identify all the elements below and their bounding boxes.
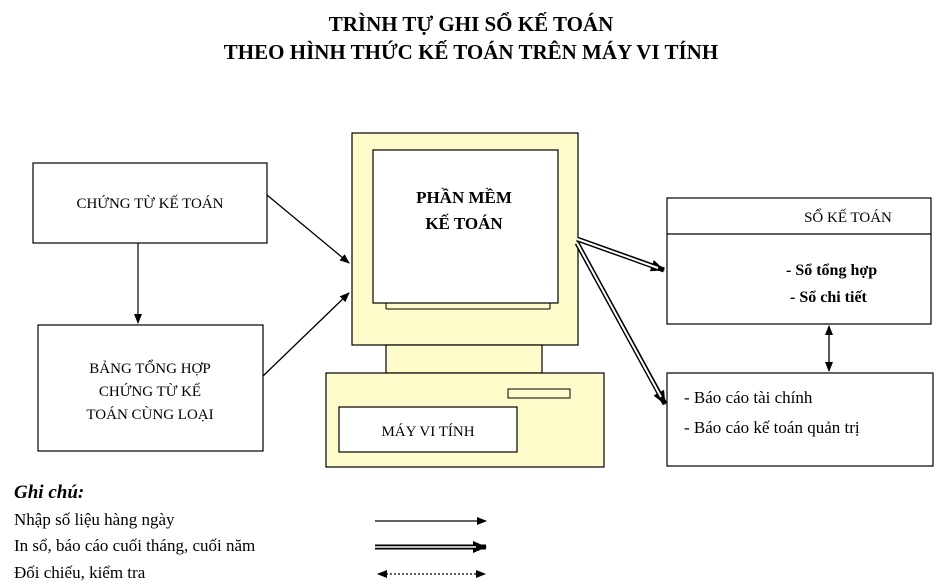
bao-cao-box: - Báo cáo tài chính - Báo cáo kế toán qu…	[666, 372, 934, 467]
bao-cao-quan-tri-label: - Báo cáo kế toán quản trị	[684, 418, 860, 437]
arrow-bang-tong-hop-to-computer	[262, 292, 350, 377]
so-ke-toan-header: SỔ KẾ TOÁN	[804, 208, 892, 226]
legend-item-thin: Nhập số liệu hàng ngày	[14, 510, 175, 529]
bang-tong-hop-box: BẢNG TỔNG HỢP CHỨNG TỪ KẾ TOÁN CÙNG LOẠI	[37, 324, 264, 452]
legend-item-double: In sổ, báo cáo cuối tháng, cuối năm	[14, 536, 256, 555]
bang-tong-hop-line1: BẢNG TỔNG HỢP	[89, 359, 210, 377]
so-chi-tiet-label: - Sổ chi tiết	[790, 289, 868, 306]
computer-monitor: PHẦN MỀM KẾ TOÁN	[351, 132, 579, 346]
arrow-chung-tu-to-computer	[266, 194, 350, 264]
chung-tu-label: CHỨNG TỪ KẾ TOÁN	[76, 195, 223, 212]
diagram-title-line1: TRÌNH TỰ GHI SỔ KẾ TOÁN	[328, 12, 614, 36]
chung-tu-ke-toan-box: CHỨNG TỪ KẾ TOÁN	[32, 162, 268, 244]
diagram-title-line2: THEO HÌNH THỨC KẾ TOÁN TRÊN MÁY VI TÍNH	[223, 40, 719, 64]
arrow-computer-to-bao-cao	[574, 241, 668, 406]
so-ke-toan-box: SỔ KẾ TOÁN - Sổ tổng hợp - Sổ chi tiết	[666, 197, 932, 325]
monitor-stand	[385, 344, 543, 374]
bang-tong-hop-line3: TOÁN CÙNG LOẠI	[86, 406, 213, 423]
legend-title: Ghi chú:	[14, 482, 85, 503]
computer-case: MÁY VI TÍNH	[325, 372, 605, 468]
bao-cao-tai-chinh-label: - Báo cáo tài chính	[684, 388, 813, 407]
phan-mem-label-line1: PHẦN MỀM	[416, 188, 512, 207]
legend-item-dotted: Đối chiếu, kiểm tra	[14, 563, 146, 582]
arrow-computer-to-so-ke-toan	[576, 236, 665, 273]
phan-mem-label-line2: KẾ TOÁN	[425, 214, 503, 233]
bang-tong-hop-line2: CHỨNG TỪ KẾ	[99, 383, 201, 400]
may-vi-tinh-label: MÁY VI TÍNH	[381, 423, 474, 440]
so-tong-hop-label: - Sổ tổng hợp	[786, 262, 877, 279]
